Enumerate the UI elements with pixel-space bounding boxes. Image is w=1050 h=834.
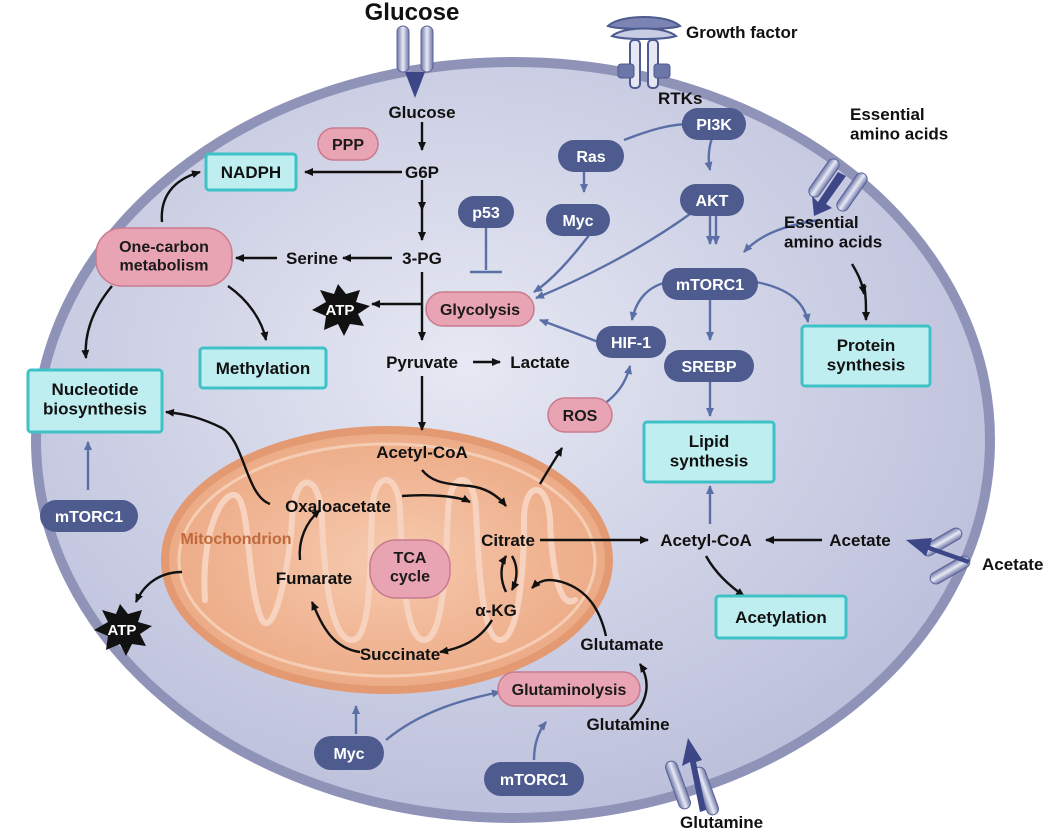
label-oxaloacetate: Oxaloacetate <box>285 497 391 516</box>
node-srebp: SREBP <box>664 350 754 382</box>
node-hif1: HIF-1 <box>596 326 666 358</box>
node-acetylation: Acetylation <box>714 594 848 640</box>
svg-text:ATP: ATP <box>108 622 137 639</box>
svg-text:ROS: ROS <box>563 408 598 425</box>
svg-text:PPP: PPP <box>332 137 364 154</box>
label-serine: Serine <box>286 249 338 268</box>
label-3pg: 3-PG <box>402 249 442 268</box>
label-g6p: G6P <box>405 163 439 182</box>
signaling-arrows <box>84 120 821 761</box>
node-pi3k: PI3K <box>682 108 746 140</box>
node-glutaminolysis: Glutaminolysis <box>497 671 641 707</box>
node-myc-top: Myc <box>546 204 610 236</box>
node-methylation: Methylation <box>198 346 328 390</box>
svg-text:Glutaminolysis: Glutaminolysis <box>512 682 627 699</box>
atp-burst-mitochondrion: ATP <box>94 604 152 656</box>
svg-text:NADPH: NADPH <box>221 163 281 182</box>
svg-text:PI3K: PI3K <box>696 117 732 134</box>
svg-text:Methylation: Methylation <box>216 359 310 378</box>
svg-text:Myc: Myc <box>333 746 364 763</box>
label-mitochondrion: Mitochondrion <box>180 531 291 548</box>
label-glucose-outside: Glucose <box>365 0 460 26</box>
svg-text:mTORC1: mTORC1 <box>500 772 568 789</box>
label-akg: α-KG <box>475 601 517 620</box>
label-acetate-outside: Acetate <box>982 555 1043 574</box>
label-pyruvate: Pyruvate <box>386 353 458 372</box>
metabolic-arrows <box>81 122 870 721</box>
label-acetyl-coa-mito: Acetyl-CoA <box>376 443 468 462</box>
label-lactate: Lactate <box>510 353 570 372</box>
node-p53: p53 <box>458 196 514 228</box>
node-myc-bottom: Myc <box>314 736 384 770</box>
svg-text:Glycolysis: Glycolysis <box>440 302 520 319</box>
label-acetate: Acetate <box>829 531 890 550</box>
svg-text:ATP: ATP <box>326 302 355 319</box>
label-acetyl-coa-cyto: Acetyl-CoA <box>660 531 752 550</box>
svg-text:HIF-1: HIF-1 <box>611 335 651 352</box>
label-growth-factor: Growth factor <box>686 23 798 42</box>
label-fumarate: Fumarate <box>276 569 353 588</box>
svg-text:p53: p53 <box>472 205 500 222</box>
label-glutamate: Glutamate <box>580 635 663 654</box>
node-akt: AKT <box>680 184 744 216</box>
node-mtorc1-bottom: mTORC1 <box>484 762 584 796</box>
acetate-channel <box>906 527 971 585</box>
node-glycolysis: Glycolysis <box>425 291 535 327</box>
svg-text:Acetylation: Acetylation <box>735 608 827 627</box>
growth-factor-receptor-icon <box>606 16 682 89</box>
essential-amino-acids-channel <box>808 158 868 216</box>
glucose-channel <box>396 25 434 98</box>
label-rtks: RTKs <box>658 89 702 108</box>
node-ppp: PPP <box>317 127 379 161</box>
svg-text:Myc: Myc <box>562 213 593 230</box>
glutamine-channel <box>665 738 719 816</box>
svg-text:mTORC1: mTORC1 <box>55 509 123 526</box>
node-mtorc1-center: mTORC1 <box>662 268 758 300</box>
node-ros: ROS <box>547 397 613 433</box>
svg-text:Ras: Ras <box>576 149 605 166</box>
label-succinate: Succinate <box>360 645 440 664</box>
label-glutamine: Glutamine <box>586 715 669 734</box>
svg-text:AKT: AKT <box>696 193 729 210</box>
label-glucose: Glucose <box>388 103 455 122</box>
label-glutamine-outside: Glutamine <box>680 813 763 832</box>
atp-burst-cytosol: ATP <box>312 284 370 336</box>
node-nadph: NADPH <box>204 152 298 192</box>
svg-text:mTORC1: mTORC1 <box>676 277 744 294</box>
label-citrate: Citrate <box>481 531 535 550</box>
node-ras: Ras <box>558 140 624 172</box>
svg-text:SREBP: SREBP <box>681 359 736 376</box>
node-mtorc1-left: mTORC1 <box>40 500 138 532</box>
